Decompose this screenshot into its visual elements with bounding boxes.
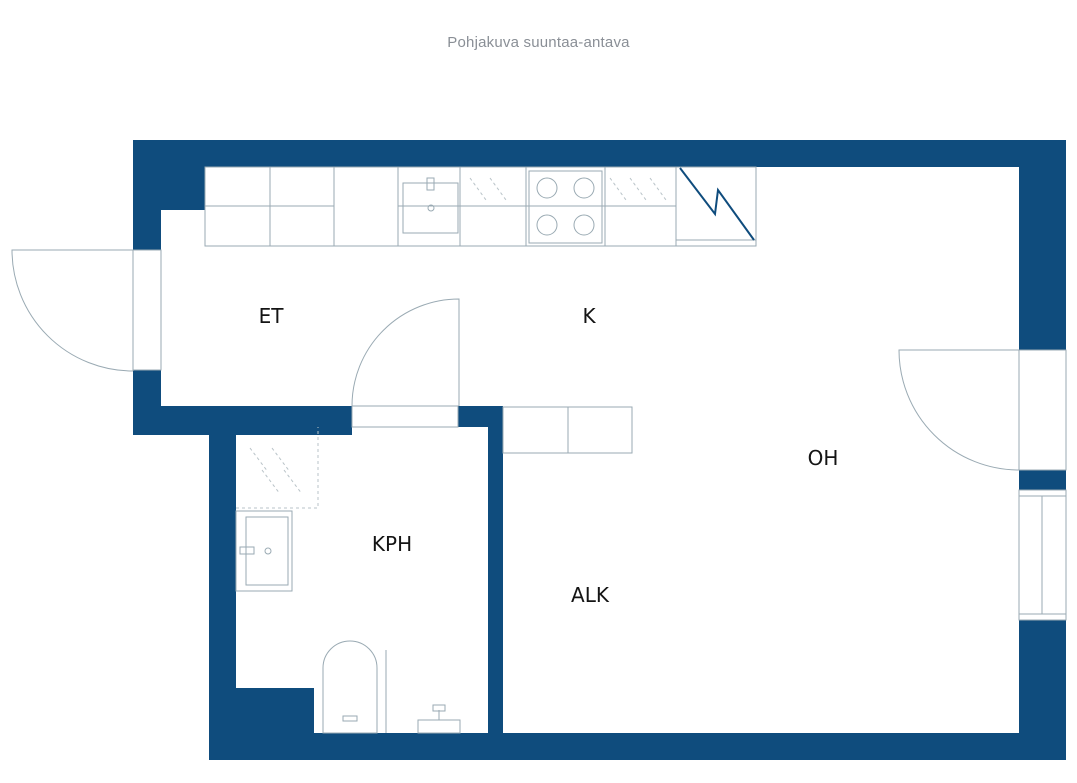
fridge-symbol [679,167,755,241]
window [1018,489,1067,621]
plan-caption: Pohjakuva suuntaa-antava [447,34,630,51]
room-label-entrance: ET [259,304,285,328]
toilet [322,640,387,734]
counter-hatching [469,177,667,201]
room-label-living-room: OH [808,446,839,470]
stove [528,170,603,244]
kitchen-sink [402,177,459,234]
bathroom-sink [235,510,293,592]
room-label-kitchen: K [582,304,596,328]
room-labels: ET K OH KPH ALK [259,304,839,607]
floor-drain [417,704,461,734]
room-label-bathroom: KPH [372,532,412,556]
shower-area [236,427,319,509]
kitchen-counter [204,166,757,247]
door-frames [132,249,1067,471]
alcove-counter [502,406,633,454]
room-label-alcove: ALK [571,583,610,607]
floor-plan-walls [133,140,1066,760]
